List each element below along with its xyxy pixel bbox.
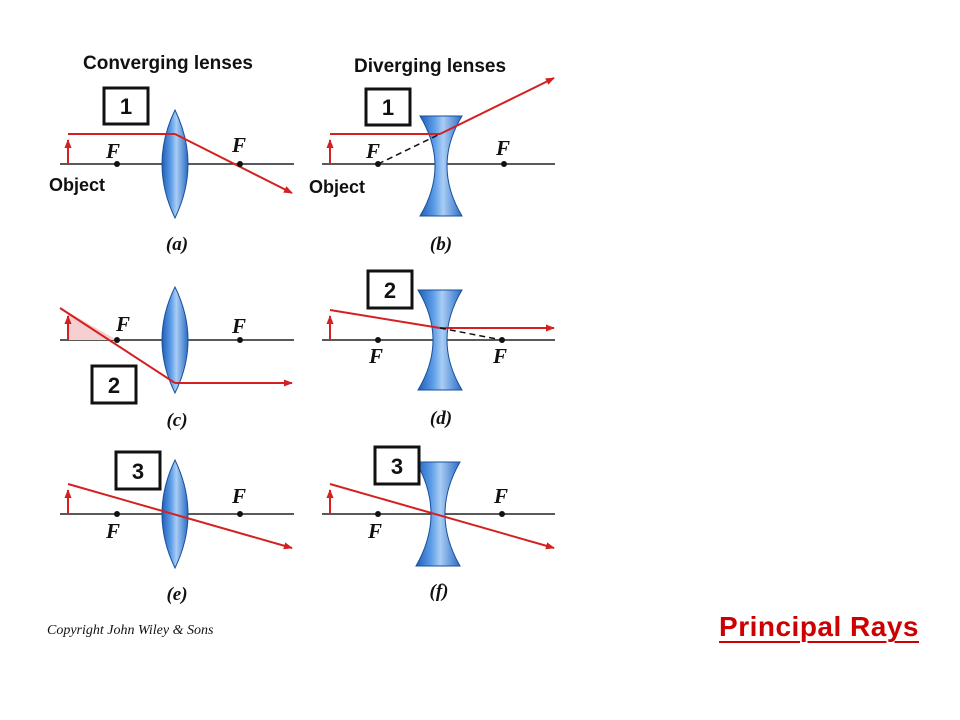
shaded-triangle: [68, 312, 117, 340]
ray-number-box: [373, 445, 421, 486]
panel-label: (d): [430, 408, 452, 429]
focal-label: F: [365, 139, 380, 163]
focal-label: F: [367, 519, 382, 543]
focal-point-marker: [501, 161, 507, 167]
copyright-text: Copyright John Wiley & Sons: [47, 623, 214, 638]
ray-number-box: [364, 87, 412, 127]
focal-label: F: [105, 139, 120, 163]
focal-label: F: [231, 314, 246, 338]
ray-through-center: [67, 483, 293, 550]
focal-label: F: [368, 344, 383, 368]
focal-label: F: [231, 133, 246, 157]
panel-label: (b): [430, 234, 452, 255]
converging-lens: [161, 285, 189, 395]
panel-label: (a): [166, 234, 188, 255]
diverging-lens: [419, 115, 463, 217]
panel-label: (e): [166, 584, 187, 605]
principal-rays-link[interactable]: Principal Rays: [719, 611, 919, 642]
focal-label: F: [492, 344, 507, 368]
focal-point-marker: [375, 337, 381, 343]
ray-extension-dashed: [377, 133, 441, 165]
panel-e: F F 3 (e): [60, 450, 294, 605]
panel-label: (f): [430, 581, 449, 602]
ray-number-box: [114, 450, 162, 491]
ray-number: 1: [382, 95, 394, 120]
focal-point-marker: [237, 161, 243, 167]
ray-number: 2: [108, 373, 120, 398]
ray-number: 1: [120, 94, 132, 119]
focal-point-marker: [114, 161, 120, 167]
ray-incident: [329, 309, 441, 329]
focal-label: F: [105, 519, 120, 543]
converging-lens: [161, 108, 189, 220]
focal-label: F: [231, 484, 246, 508]
ray-number: 2: [384, 278, 396, 303]
focal-label: F: [493, 484, 508, 508]
ray-number: 3: [391, 454, 403, 479]
focal-label: F: [115, 312, 130, 336]
ray-through-center: [329, 483, 555, 550]
ray-number-box: [366, 269, 414, 310]
panel-label: (c): [166, 410, 187, 431]
converging-heading: Converging lenses: [83, 53, 253, 74]
panel-f: F F 3 (f): [322, 445, 555, 602]
panel-b: F F Object 1 (b): [309, 77, 555, 255]
ray-refracted: [174, 133, 293, 194]
diverging-heading: Diverging lenses: [354, 56, 506, 77]
object-label: Object: [49, 175, 105, 195]
object-label: Object: [309, 177, 365, 197]
focal-point-marker: [375, 161, 381, 167]
focal-point-marker: [375, 511, 381, 517]
ray-number-box: [90, 364, 138, 405]
focal-point-marker: [114, 511, 120, 517]
ray-extension-dashed: [439, 327, 503, 341]
panel-d: F F 2 (d): [322, 269, 555, 429]
ray-incident: [59, 307, 176, 384]
diverging-lens: [417, 289, 463, 391]
focal-point-marker: [237, 511, 243, 517]
ray-refracted: [439, 77, 555, 135]
focal-label: F: [495, 136, 510, 160]
focal-point-marker: [114, 337, 120, 343]
panel-a: F F Object 1 (a): [49, 86, 294, 255]
focal-point-marker: [499, 337, 505, 343]
ray-number: 3: [132, 459, 144, 484]
focal-point-marker: [237, 337, 243, 343]
panel-c: F F 2 (c): [59, 285, 294, 431]
ray-number-box: [102, 86, 150, 126]
focal-point-marker: [499, 511, 505, 517]
